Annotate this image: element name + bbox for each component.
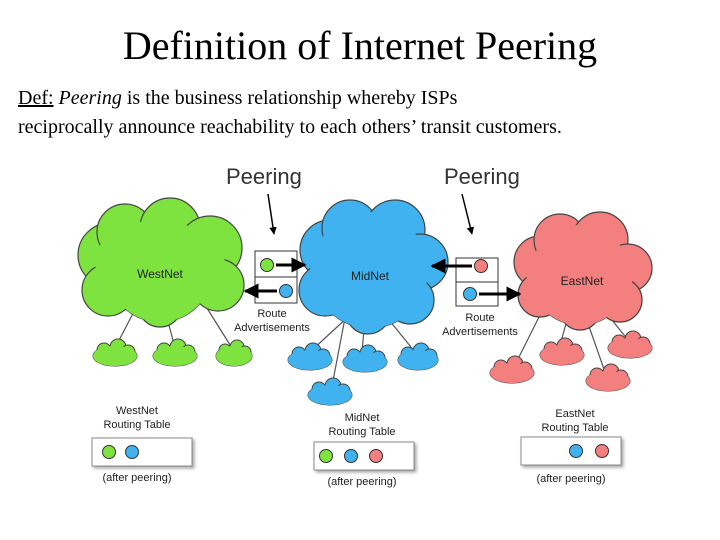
- eastnet-table-note: (after peering): [536, 473, 605, 485]
- route-ads-label-right-2: Advertisements: [442, 326, 518, 338]
- def-term: Peering: [58, 87, 122, 109]
- definition-line-2: reciprocally announce reachability to ea…: [18, 116, 562, 138]
- route-dot-blue-2: [463, 287, 477, 301]
- mid-customer-cloud-1: [287, 342, 333, 371]
- midnet-table-note: (after peering): [327, 476, 396, 488]
- west-customer-cloud-1: [92, 338, 138, 367]
- route-dot-red: [474, 259, 488, 273]
- westnet-table-title-1: WestNet: [116, 405, 158, 417]
- def-line1-rest: is the business relationship whereby ISP…: [121, 87, 458, 109]
- route-ads-label-right-1: Route: [465, 312, 494, 324]
- east-customer-cloud-4: [585, 363, 631, 392]
- east-customer-cloud-1: [489, 355, 535, 384]
- route-ads-label-left-1: Route: [257, 308, 286, 320]
- route-dot-blue: [279, 284, 293, 298]
- peering-label-right: Peering: [444, 164, 520, 189]
- def-prefix: Def:: [18, 87, 54, 109]
- eastnet-routing-table: EastNet Routing Table (after peering): [520, 408, 622, 485]
- westnet-cloud: [77, 197, 245, 328]
- westnet-table-note: (after peering): [102, 472, 171, 484]
- slide-title: Definition of Internet Peering: [122, 23, 598, 68]
- mid-customer-cloud-3: [397, 342, 439, 371]
- midnet-cloud: [298, 199, 449, 335]
- mid-customer-cloud-4: [307, 377, 353, 406]
- mid-customer-clouds: [287, 342, 439, 406]
- mid-customer-cloud-2: [342, 344, 388, 373]
- definition-text: Def: Peering is the business relationshi…: [18, 84, 718, 142]
- midnet-routing-table: MidNet Routing Table (after peering): [313, 412, 415, 488]
- midnet-table-title-2: Routing Table: [328, 426, 395, 438]
- eastnet-table-title-2: Routing Table: [541, 422, 608, 434]
- route-dot-green: [260, 258, 274, 272]
- westnet-table-title-2: Routing Table: [103, 419, 170, 431]
- eastnet-table-title-1: EastNet: [555, 408, 594, 420]
- peering-arrow-right: [461, 193, 475, 235]
- peering-label-left: Peering: [226, 164, 302, 189]
- peering-arrow-left: [267, 193, 277, 235]
- west-customer-clouds: [92, 338, 253, 367]
- west-customer-cloud-3: [215, 339, 253, 367]
- midnet-label: MidNet: [351, 269, 390, 283]
- route-ad-box-right: [430, 257, 522, 307]
- west-customer-cloud-2: [152, 338, 198, 367]
- east-customer-clouds: [489, 330, 653, 392]
- route-ad-box-left: [243, 250, 307, 304]
- westnet-routing-table: WestNet Routing Table (after peering): [91, 405, 193, 484]
- route-ads-label-left-2: Advertisements: [234, 322, 310, 334]
- east-customer-cloud-3: [607, 330, 653, 359]
- east-customer-cloud-2: [539, 337, 585, 366]
- definition-line-1: Def: Peering is the business relationshi…: [18, 84, 718, 113]
- midnet-table-title-1: MidNet: [345, 412, 380, 424]
- eastnet-label: EastNet: [561, 274, 604, 288]
- westnet-label: WestNet: [137, 267, 183, 281]
- eastnet-cloud: [513, 211, 653, 331]
